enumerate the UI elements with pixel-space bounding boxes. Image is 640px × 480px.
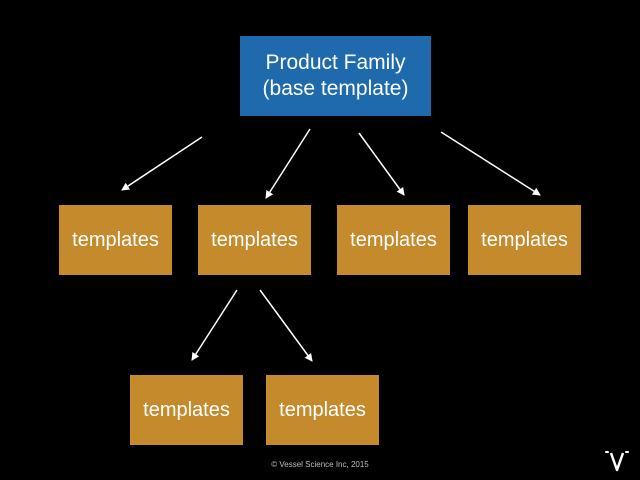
grandchild-node-1-label: templates [143, 398, 230, 421]
edge-child2-to-grandchild-1 [191, 289, 238, 361]
copyright-footer: © Vessel Science Inc, 2015 [271, 460, 369, 469]
root-node-product-family: Product Family (base template) [240, 36, 431, 116]
root-node-line1: Product Family [265, 51, 406, 74]
child-node-4-label: templates [481, 228, 568, 251]
child-node-1-label: templates [72, 228, 159, 251]
edge-root-to-child-4 [440, 131, 541, 196]
edge-child2-to-grandchild-2 [259, 289, 313, 362]
edge-root-to-child-3 [358, 132, 405, 196]
grandchild-node-1: templates [130, 375, 243, 445]
edge-root-to-child-1 [121, 136, 203, 191]
root-node-line2: (base template) [262, 77, 409, 100]
grandchild-node-2-label: templates [279, 398, 366, 421]
child-node-2-label: templates [211, 228, 298, 251]
grandchild-node-2: templates [266, 375, 379, 445]
child-node-2: templates [198, 205, 311, 275]
edge-root-to-child-2 [265, 128, 311, 199]
child-node-1: templates [59, 205, 172, 275]
child-node-3-label: templates [350, 228, 437, 251]
vessel-logo-icon [605, 451, 629, 472]
child-node-4: templates [468, 205, 581, 275]
child-node-3: templates [337, 205, 450, 275]
